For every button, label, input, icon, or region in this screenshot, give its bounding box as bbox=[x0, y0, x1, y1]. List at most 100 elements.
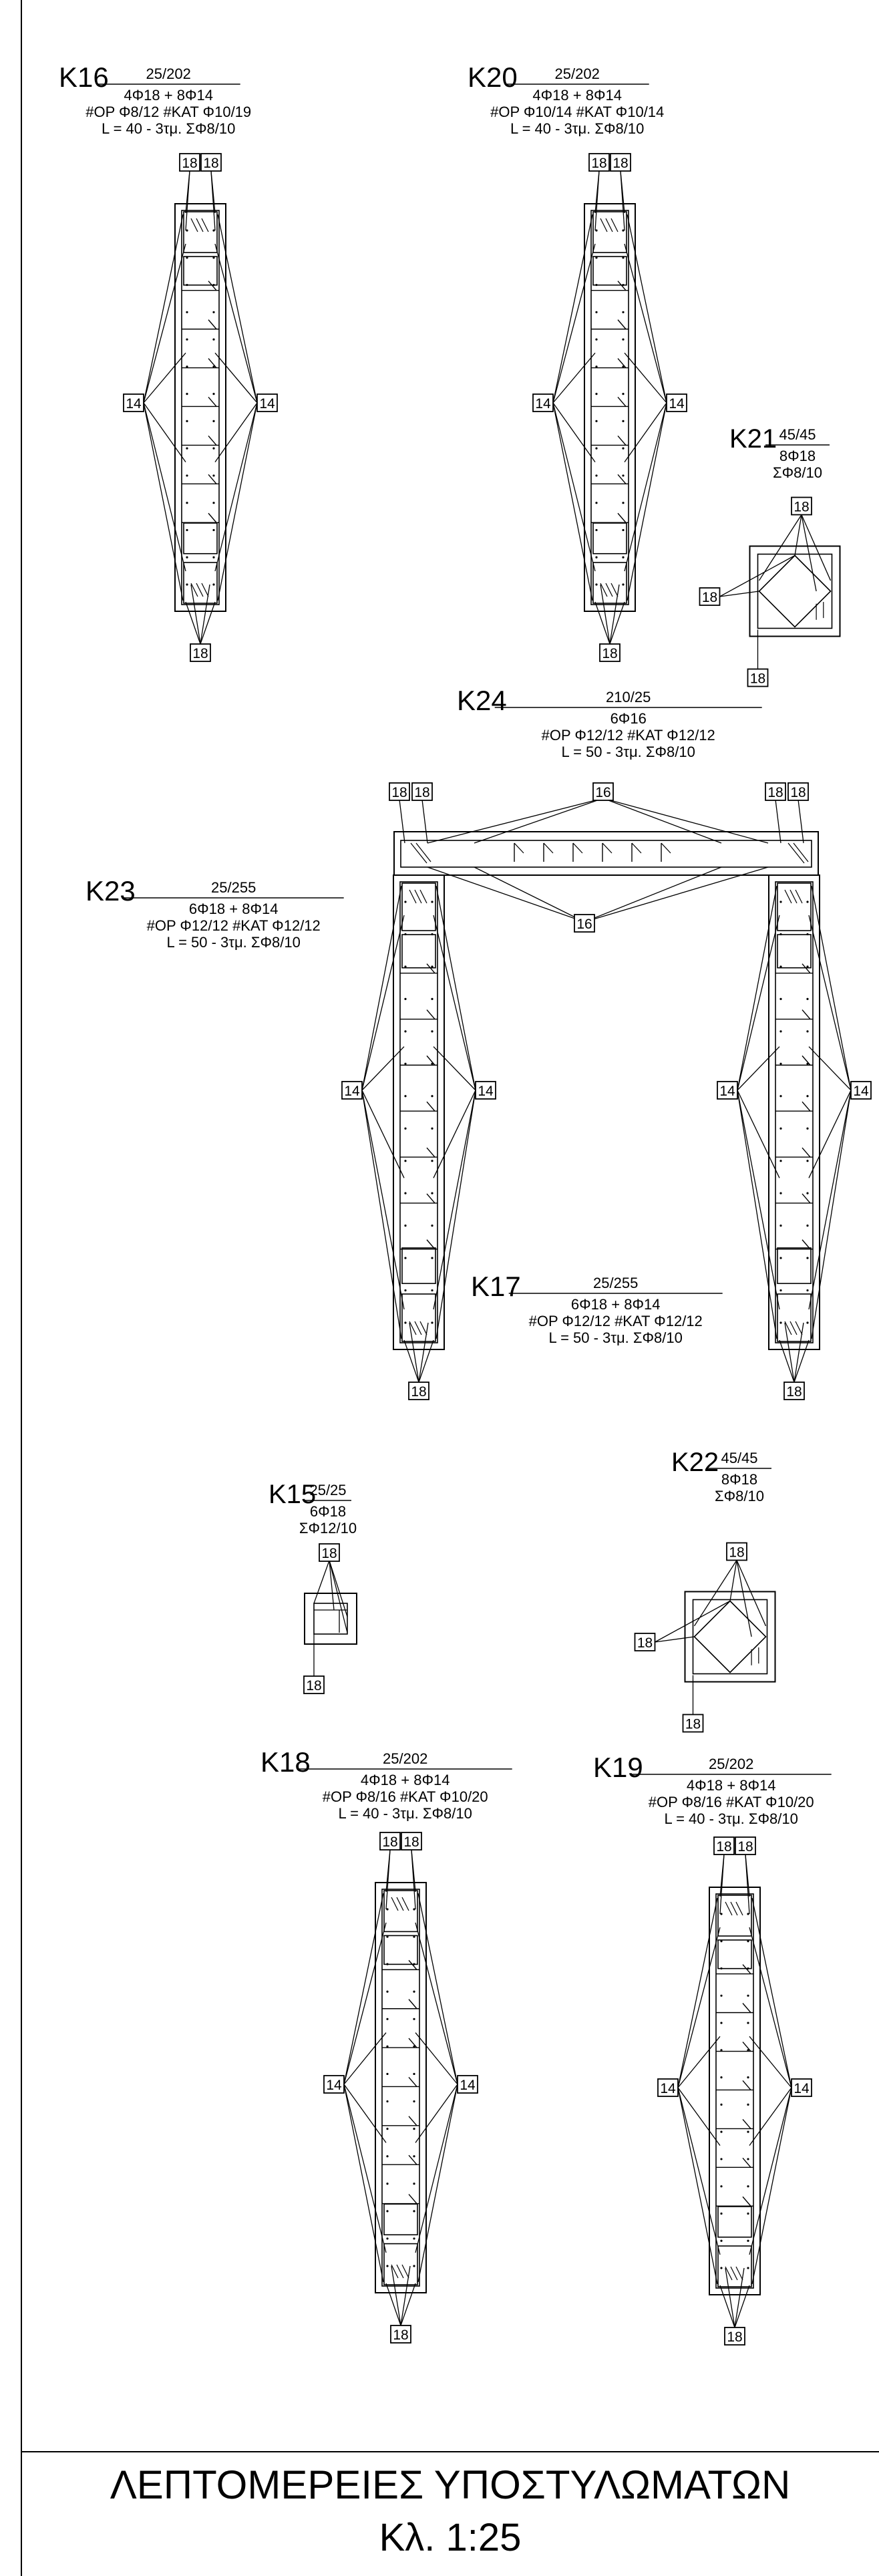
concrete-outline bbox=[183, 211, 218, 253]
rebar-dot bbox=[413, 1963, 415, 1965]
drawing-line bbox=[214, 243, 258, 404]
rebar-dot bbox=[720, 2022, 723, 2024]
concrete-outline bbox=[777, 1293, 812, 1342]
rebar-dot bbox=[747, 2212, 749, 2215]
bar-diameter-tag: 14 bbox=[532, 393, 554, 412]
tag-label: 18 bbox=[602, 646, 617, 661]
rebar-dot bbox=[386, 2183, 389, 2185]
drawing-line bbox=[737, 1046, 780, 1091]
drawing-line bbox=[208, 397, 217, 407]
bar-diameter-tag: 18 bbox=[791, 496, 812, 516]
drawing-line bbox=[214, 352, 258, 404]
concrete-outline bbox=[313, 1603, 348, 1635]
rebar-dot bbox=[806, 1321, 809, 1324]
tag-label: 18 bbox=[790, 785, 806, 800]
drawing-line bbox=[572, 842, 583, 854]
column-dimensions: 25/255 bbox=[211, 879, 256, 896]
rebar-dot bbox=[413, 1908, 415, 1911]
drawing-line bbox=[631, 842, 642, 854]
rebar-dot bbox=[186, 311, 188, 313]
bar-diameter-tag: 18 bbox=[610, 153, 631, 172]
rebar-dot bbox=[386, 1963, 389, 1965]
drawing-line bbox=[185, 601, 201, 645]
drawing-line bbox=[719, 1854, 725, 1915]
column-dimensions: 25/202 bbox=[709, 1756, 753, 1772]
drawing-line bbox=[617, 435, 627, 446]
drawing-line bbox=[403, 1339, 419, 1383]
rebar-dot bbox=[622, 311, 625, 313]
rebar-dot bbox=[779, 1257, 782, 1259]
tag-label: 18 bbox=[794, 500, 809, 515]
drawing-line bbox=[427, 866, 585, 923]
bar-diameter-tag: 14 bbox=[666, 393, 687, 412]
drawing-line bbox=[217, 214, 258, 404]
drawing-line bbox=[415, 1922, 458, 2085]
bar-diameter-tag: 14 bbox=[475, 1081, 496, 1100]
drawing-line bbox=[802, 1101, 811, 1112]
column-name: K21 bbox=[729, 424, 777, 454]
rebar-dot bbox=[747, 2130, 749, 2133]
drawing-line bbox=[361, 915, 405, 1091]
drawing-line bbox=[624, 352, 667, 404]
rebar-dot bbox=[212, 393, 215, 395]
concrete-outline bbox=[393, 874, 445, 1350]
drawing-line bbox=[409, 1322, 419, 1383]
rebar-dot bbox=[747, 2267, 749, 2269]
drawing-line bbox=[208, 358, 217, 369]
drawing-line bbox=[802, 1009, 811, 1019]
drawing-line bbox=[196, 218, 204, 232]
drawing-line bbox=[693, 1560, 737, 1627]
column-main-bars: 6Φ18 bbox=[310, 1503, 346, 1520]
column-main-bars: 6Φ18 + 8Φ14 bbox=[189, 901, 279, 917]
drawing-line bbox=[808, 1090, 852, 1310]
drawing-line bbox=[749, 2087, 792, 2146]
tag-label: 18 bbox=[716, 1839, 731, 1855]
drawing-line bbox=[190, 584, 201, 645]
rebar-dot bbox=[386, 1935, 389, 1938]
concrete-outline bbox=[684, 1591, 776, 1683]
tag-box bbox=[588, 153, 610, 172]
drawing-line bbox=[409, 889, 417, 904]
drawing-line bbox=[795, 1321, 803, 1335]
drawing-line bbox=[677, 1927, 721, 2088]
drawing-line bbox=[200, 584, 210, 645]
drawing-line bbox=[617, 512, 627, 523]
tag-box bbox=[747, 668, 769, 687]
rebar-dot bbox=[186, 502, 188, 504]
rebar-dot bbox=[431, 1127, 433, 1130]
column-main-bars: 6Φ16 bbox=[610, 710, 647, 727]
concrete-outline bbox=[592, 211, 627, 253]
tag-label: 16 bbox=[576, 917, 592, 932]
rebar-dot bbox=[747, 2076, 749, 2079]
bar-diameter-tag: 18 bbox=[200, 153, 222, 172]
rebar-dot bbox=[413, 2018, 415, 2020]
rebar-dot bbox=[413, 2237, 415, 2240]
rebar-dot bbox=[806, 1257, 809, 1259]
drawing-line bbox=[421, 799, 428, 844]
rebar-dot bbox=[720, 2049, 723, 2052]
drawing-line bbox=[143, 243, 186, 404]
drawing-line bbox=[584, 866, 769, 923]
rebar-dot bbox=[595, 393, 598, 395]
tag-box bbox=[634, 1633, 656, 1651]
rebar-dot bbox=[212, 474, 215, 477]
drawing-line bbox=[400, 2265, 411, 2326]
drawing-line bbox=[600, 218, 608, 232]
drawing-line bbox=[419, 889, 427, 904]
drawing-line bbox=[433, 1046, 476, 1091]
drawing-line bbox=[143, 214, 184, 404]
rebar-dot bbox=[186, 583, 188, 586]
tag-label: 18 bbox=[321, 1546, 337, 1561]
rebar-dot bbox=[595, 229, 598, 232]
column-name: K23 bbox=[85, 875, 136, 907]
tag-box bbox=[457, 2075, 478, 2094]
drawing-line bbox=[385, 2283, 401, 2326]
rebar-dot bbox=[386, 2100, 389, 2103]
drawing-line bbox=[742, 2080, 751, 2090]
drawing-line bbox=[361, 1046, 405, 1091]
rebar-dot bbox=[622, 502, 625, 504]
drawing-line bbox=[415, 2084, 458, 2143]
drawing-line bbox=[808, 1090, 852, 1178]
column-name: K20 bbox=[468, 61, 518, 93]
rebar-dot bbox=[720, 2103, 723, 2106]
